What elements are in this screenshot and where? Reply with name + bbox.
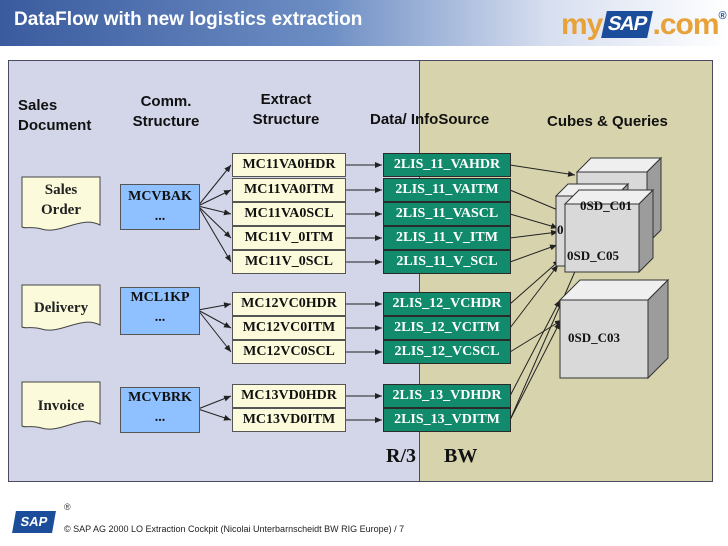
infosource: 2LIS_13_VDHDR	[383, 384, 511, 408]
cube-front-face	[559, 299, 649, 379]
cube-label-0sd-c03: 0SD_C03	[568, 330, 621, 345]
flow-comm-to-extract	[197, 189, 232, 207]
bw-label: BW	[444, 445, 478, 467]
flow-comm-to-extract	[197, 205, 232, 263]
footer-registered: ®	[64, 502, 71, 512]
comm-structure-name: MCVBAK	[128, 189, 192, 204]
header-comm-structure: Comm. Structure	[132, 93, 200, 130]
header-extract-structure: Extract Structure	[252, 91, 320, 128]
flow-comm-to-extract	[197, 395, 232, 410]
comm-structure-more: ...	[154, 310, 166, 325]
document-sales-order: Sales Order	[41, 182, 81, 218]
infosource: 2LIS_11_VASCL	[383, 202, 511, 226]
comm-structure-name: MCVBRK	[128, 390, 192, 405]
comm-structure-mcvbrk: MCVBRK ...	[120, 387, 200, 433]
infosource: 2LIS_12_VCHDR	[383, 292, 511, 316]
cube-0sd-c03	[558, 278, 670, 380]
cube-label-0sd-c01: 0SD_C01	[580, 198, 633, 213]
extract-structure: MC11VA0SCL	[232, 202, 346, 226]
extract-structure: MC11VA0ITM	[232, 178, 346, 202]
comm-structure-mcvbak: MCVBAK ...	[120, 184, 200, 230]
flow-infosource-to-cube	[509, 259, 561, 305]
cube-label-partial: 0	[557, 222, 564, 237]
document-invoice: Invoice	[37, 398, 85, 414]
extract-structure: MC12VC0ITM	[232, 316, 346, 340]
cube-0sd-c05	[563, 188, 655, 274]
header-cubes-queries: Cubes & Queries	[547, 113, 668, 130]
infosource: 2LIS_11_V_SCL	[383, 250, 511, 274]
document-delivery: Delivery	[33, 300, 89, 316]
slide-title: DataFlow with new logistics extraction	[14, 9, 363, 30]
infosource: 2LIS_12_VCITM	[383, 316, 511, 340]
infosource: 2LIS_13_VDITM	[383, 408, 511, 432]
flow-infosource-to-cube	[509, 299, 561, 397]
flow-infosource-to-cube	[509, 259, 581, 421]
flow-infosource-to-cube	[509, 244, 558, 263]
flow-infosource-to-cube	[509, 164, 576, 177]
extract-structure: MC11V_0SCL	[232, 250, 346, 274]
flow-infosource-to-cube	[509, 319, 563, 353]
infosource: 2LIS_12_VCSCL	[383, 340, 511, 364]
logo-dotcom: .com	[652, 8, 719, 41]
flow-comm-to-extract	[197, 408, 232, 421]
comm-structure-name: MCL1KP	[130, 290, 190, 305]
comm-structure-more: ...	[154, 209, 166, 224]
flow-infosource-to-cube	[509, 213, 559, 229]
footer-copyright: © SAP AG 2000 LO Extraction Cockpit (Nic…	[64, 524, 405, 534]
flow-comm-to-extract	[197, 205, 232, 216]
cube-side-face	[638, 188, 654, 274]
document-shape-invoice	[21, 381, 101, 430]
header-data-infosource: Data/ InfoSource	[370, 111, 490, 128]
flow-comm-to-extract	[197, 302, 232, 311]
logo-registered: ®	[718, 10, 727, 22]
extract-structure: MC11V_0ITM	[232, 226, 346, 250]
flow-infosource-to-cube	[509, 229, 559, 239]
header-sales-document: Sales Document	[18, 97, 92, 134]
comm-structure-mcl1kp: MCL1KP ...	[120, 287, 200, 335]
extract-structure: MC13VD0ITM	[232, 408, 346, 432]
footer-sap-logo: SAP	[12, 511, 56, 533]
infosource: 2LIS_11_V_ITM	[383, 226, 511, 250]
document-shape-delivery	[21, 284, 101, 331]
flow-infosource-to-cube	[509, 321, 561, 421]
r3-label: R/3	[386, 445, 416, 467]
extract-structure: MC12VC0SCL	[232, 340, 346, 364]
document-shape-sales-order	[21, 176, 101, 231]
extract-structure: MC11VA0HDR	[232, 153, 346, 177]
cube-label-0sd-c05: 0SD_C05	[567, 248, 620, 263]
infosource: 2LIS_11_VAHDR	[383, 153, 511, 177]
flow-comm-to-extract	[197, 309, 232, 329]
flow-infosource-to-cube	[509, 264, 559, 329]
extract-structure: MC13VD0HDR	[232, 384, 346, 408]
comm-structure-more: ...	[154, 410, 166, 425]
cube-front-face	[564, 203, 640, 273]
flow-comm-to-extract	[197, 164, 232, 207]
infosource: 2LIS_11_VAITM	[383, 178, 511, 202]
logo-my: my	[561, 8, 603, 41]
flow-comm-to-extract	[197, 205, 232, 239]
extract-structure: MC12VC0HDR	[232, 292, 346, 316]
flow-comm-to-extract	[197, 309, 232, 353]
